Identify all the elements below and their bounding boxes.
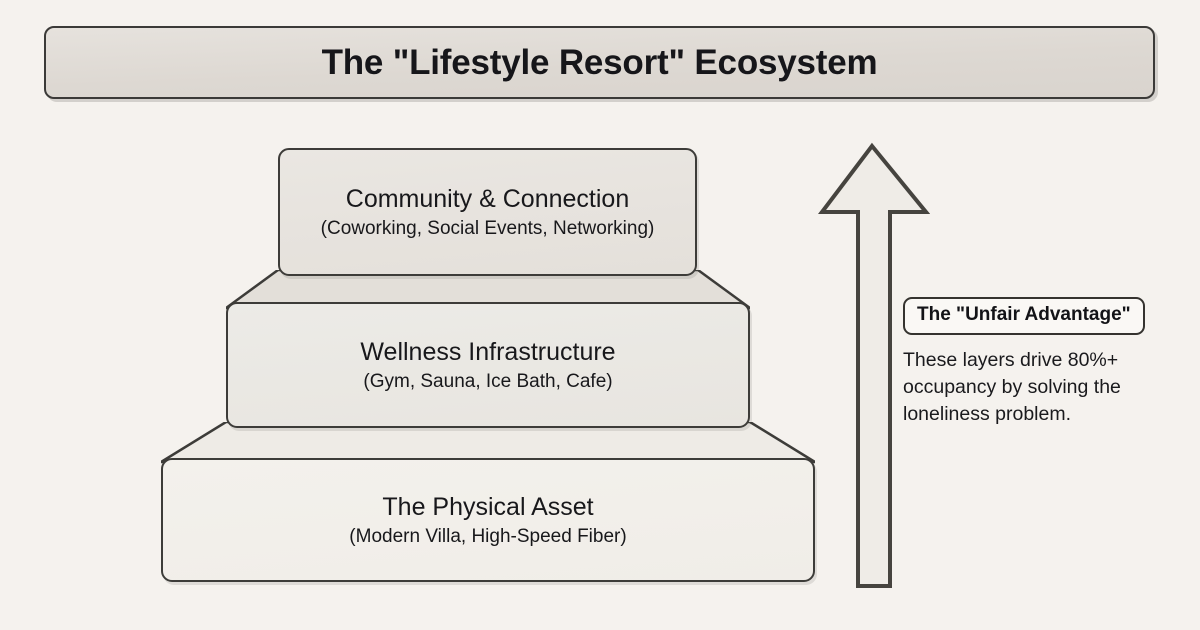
pyramid-layer-wellness-infrastructure[interactable]: Wellness Infrastructure (Gym, Sauna, Ice… (226, 302, 750, 428)
pyramid-layer-physical-asset[interactable]: The Physical Asset (Modern Villa, High-S… (161, 458, 815, 582)
connector-wellness-to-asset (161, 422, 815, 464)
layer-subtitle: (Coworking, Social Events, Networking) (320, 217, 655, 239)
pyramid-layer-community-connection[interactable]: Community & Connection (Coworking, Socia… (278, 148, 697, 276)
diagram-title-banner: The "Lifestyle Resort" Ecosystem (44, 26, 1155, 99)
callout-unfair-advantage: The "Unfair Advantage" These layers driv… (903, 297, 1159, 428)
layer-title: Community & Connection (345, 184, 630, 213)
layer-title: Wellness Infrastructure (360, 337, 616, 366)
callout-body-text: These layers drive 80%+ occupancy by sol… (903, 348, 1121, 425)
page-title: The "Lifestyle Resort" Ecosystem (321, 43, 878, 82)
status-badge: The "Unfair Advantage" (903, 297, 1145, 335)
connector-community-to-wellness (226, 270, 750, 310)
layer-title: The Physical Asset (382, 492, 594, 521)
layer-subtitle: (Gym, Sauna, Ice Bath, Cafe) (363, 370, 613, 392)
upward-growth-arrow-icon (818, 142, 930, 590)
layer-subtitle: (Modern Villa, High-Speed Fiber) (349, 525, 627, 547)
